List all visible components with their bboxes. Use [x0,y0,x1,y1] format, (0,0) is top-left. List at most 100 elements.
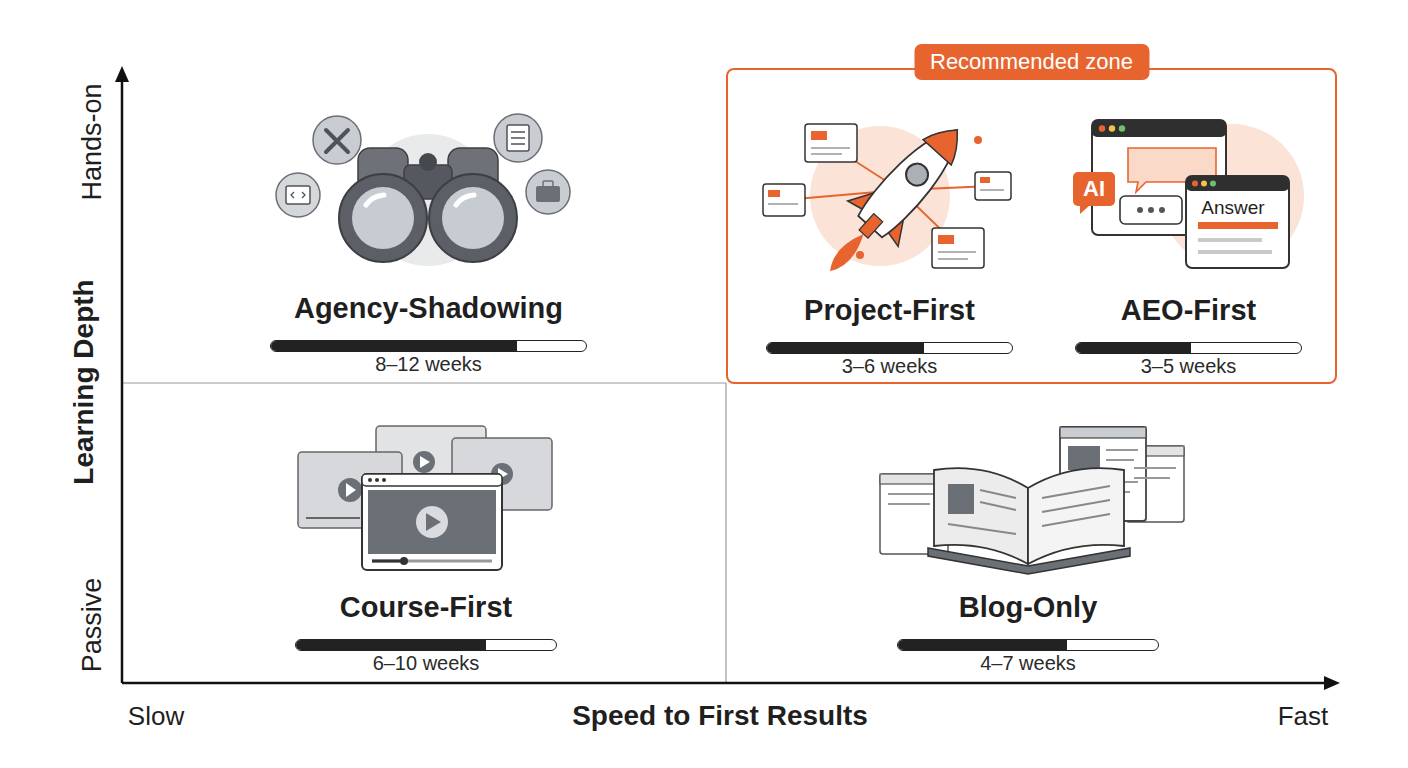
video-course-illustration [426,513,441,531]
binoculars-illustration [276,173,320,217]
video-course-illustration [416,506,448,538]
binoculars-illustration [352,187,414,249]
rocket-illustration [805,107,983,294]
progress-bar-fill [1076,343,1191,353]
ai-answer-illustration [1198,222,1278,229]
recommended-zone-box: Recommended zoneProject-First3–6 weeksAE… [726,68,1337,384]
axis [122,682,1328,685]
binoculars-illustration [543,181,553,187]
video-course-illustration [372,560,402,563]
rocket-illustration [811,147,850,149]
rocket-illustration [923,117,971,165]
binoculars-illustration [313,116,361,164]
binoculars-illustration [366,195,384,205]
approach-name: Project-First [746,292,1033,328]
rocket-illustration [768,190,780,197]
ai-answer-illustration [1109,125,1115,131]
axis [121,80,124,683]
duration-text: 4–7 weeks [877,651,1179,675]
axis [1324,676,1340,690]
approach-item: Course-First6–10 weeks [275,417,577,677]
blog-book-illustration [1134,477,1170,479]
ai-answer-illustration [1120,196,1182,224]
blog-book-illustration [1134,467,1176,469]
blog-book-illustration [980,502,1016,510]
rocket-illustration [855,116,973,240]
ai-answer-illustration [1210,181,1216,187]
rocket-illustration [938,251,976,253]
rocket-illustration [980,177,990,183]
progress-bar [897,639,1159,651]
ai-answer-illustration [1198,250,1272,254]
blog-book-illustration [948,486,1110,534]
rocket-illustration [859,214,883,238]
ai-answer-illustration [1119,125,1125,131]
ai-answer-illustration [1148,207,1154,213]
rocket-illustration [938,258,968,260]
progress-bar-fill [898,640,1067,650]
icon-text: AI [1083,176,1105,202]
progress-bar [295,639,557,651]
binoculars-illustration [494,114,542,162]
approach-name: Blog-Only [877,589,1179,625]
approach-item: Project-First3–6 weeks [746,120,1033,380]
icon-text: Answer [1201,196,1264,219]
video-course-illustration [306,517,360,519]
blog-book-illustration [1068,446,1100,470]
quadrant-divider [122,383,726,683]
duration-text: 8–12 weeks [250,352,607,376]
approach-name: Agency-Shadowing [250,290,607,326]
blog-book-illustration [1042,514,1110,526]
rocket-illustration [825,229,869,276]
rocket-illustration [811,153,842,155]
approach-item: Agency-Shadowing 8–12 weeks [250,118,607,378]
blog-book-illustration [1042,500,1110,512]
ai-answer-illustration [1073,172,1115,206]
blog-book-illustration [888,493,940,495]
video-course-illustration [375,478,379,482]
video-course-illustration [362,474,502,570]
rocket-illustration [768,203,798,205]
rocket-illustration [805,124,857,162]
axis-end-label: Fast [1278,701,1329,732]
approach-name: AEO-First [1055,292,1322,328]
ai-answer-illustration [1092,120,1226,137]
video-course-illustration [372,560,492,563]
rocket-illustration [974,136,982,144]
ai-answer-illustration [1186,176,1289,191]
ai-answer-illustration [1128,148,1216,192]
blog-book-illustration [1028,468,1124,564]
axis-title: Learning Depth [67,279,101,484]
ai-answer-illustration [1159,207,1165,213]
video-course-illustration [420,456,430,468]
video-course-illustration [362,474,502,486]
ai-answer-illustration [1186,176,1289,268]
video-course-illustration [368,478,372,482]
ai-answer-illustration [1099,125,1105,131]
video-course-illustration [368,490,496,554]
video-course-illustration [338,478,362,502]
quadrant-divider [122,382,726,383]
ai-answer-illustration [1137,207,1143,213]
quadrant-divider [725,383,726,683]
axis-end-label: Slow [128,701,184,732]
progress-bar-fill [271,341,517,351]
blog-book-illustration [934,468,1028,564]
approach-name: Course-First [275,589,577,625]
zone-tag: Recommended zone [914,44,1149,80]
binoculars-illustration [339,174,427,262]
rocket-illustration [975,172,1011,200]
binoculars-illustration [276,114,570,266]
progress-bar-fill [767,343,924,353]
rocket-illustration [980,189,1004,191]
rocket-illustration [856,251,864,259]
axis-end-label: Hands-on [76,83,108,200]
binoculars-illustration [507,125,529,151]
rocket-illustration [763,107,1011,294]
axis [115,66,129,82]
rocket-illustration [932,228,984,268]
ai-answer-illustration [1198,238,1262,242]
blog-book-illustration [888,503,930,505]
